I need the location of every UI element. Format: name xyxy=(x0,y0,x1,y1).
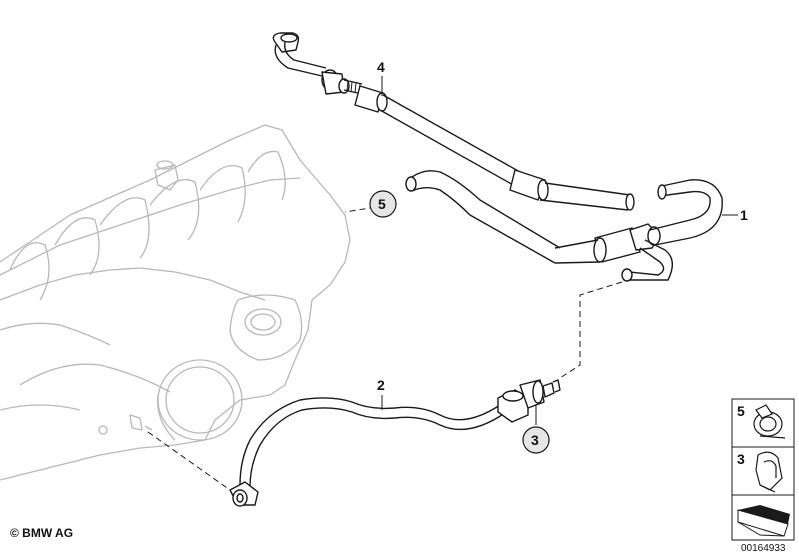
svg-text:1: 1 xyxy=(740,207,748,223)
copyright-text: © BMW AG xyxy=(10,526,74,540)
dashed-leaders xyxy=(147,203,623,491)
hose-4-drawing xyxy=(272,32,635,211)
hose-clip-icon xyxy=(755,451,783,493)
callout-5: 5 xyxy=(369,190,397,218)
svg-text:3: 3 xyxy=(737,451,745,467)
callout-4: 4 xyxy=(377,59,385,75)
hose-2-drawing xyxy=(229,379,561,507)
svg-text:5: 5 xyxy=(378,196,386,212)
svg-text:2: 2 xyxy=(377,377,385,393)
callout-1: 1 xyxy=(740,207,748,223)
intake-manifold-drawing xyxy=(0,124,351,481)
svg-text:3: 3 xyxy=(531,432,539,448)
legend-panel: 5 3 xyxy=(731,398,795,541)
diagram-id-text: 00164933 xyxy=(741,543,786,554)
callout-2: 2 xyxy=(377,377,385,393)
svg-text:4: 4 xyxy=(377,59,385,75)
callout-leaders xyxy=(381,76,738,425)
hose-clamp-icon xyxy=(753,404,786,439)
direction-arrow-icon xyxy=(737,505,790,537)
hose-1-drawing xyxy=(405,170,723,282)
svg-text:5: 5 xyxy=(737,403,745,419)
callout-3: 3 xyxy=(522,426,550,454)
